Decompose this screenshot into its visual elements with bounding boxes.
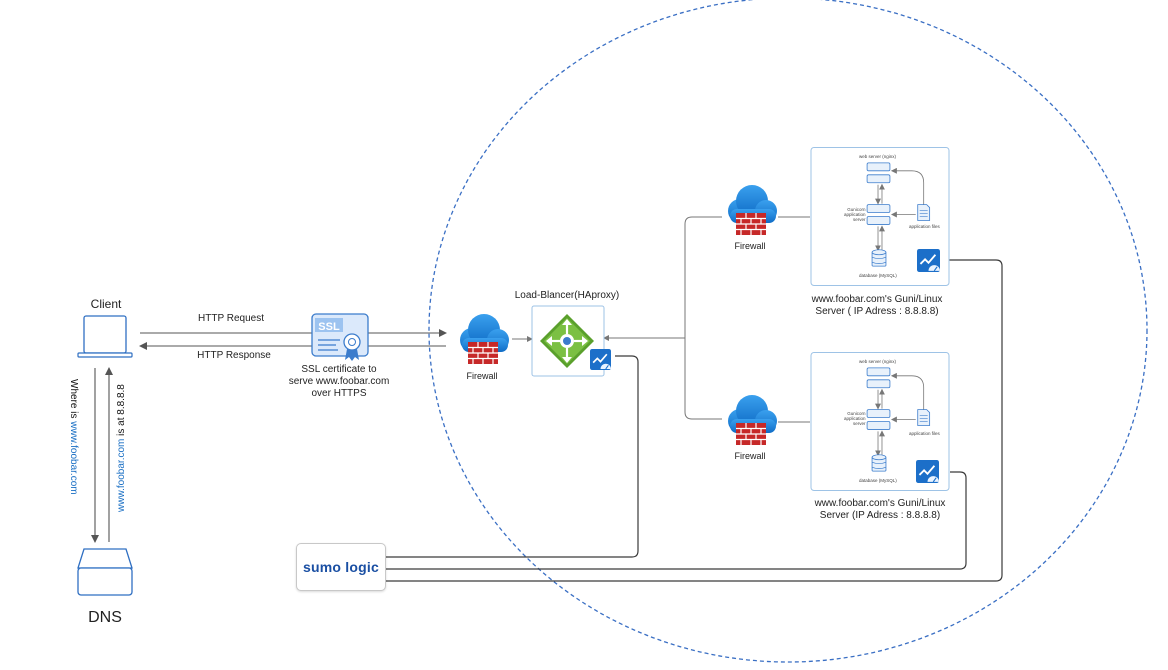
dns-server-icon bbox=[77, 548, 133, 596]
load-balancer-icon bbox=[531, 305, 605, 377]
app-files-label: application files bbox=[909, 431, 940, 436]
firewall-icon bbox=[727, 184, 778, 236]
sumo-logic-monitoring: sumo logic bbox=[296, 543, 386, 591]
sumo-logic-logo-text: sumo logic bbox=[303, 559, 379, 575]
server-2-caption: www.foobar.com's Guni/Linux Server (IP A… bbox=[814, 498, 946, 521]
ssl-caption: SSL certificate to serve www.foobar.com … bbox=[288, 364, 390, 399]
monitoring-cables bbox=[385, 259, 1003, 582]
web-server-label: web server (nginx) bbox=[859, 154, 897, 159]
monitoring-agent-icon bbox=[590, 349, 611, 370]
dns-label: DNS bbox=[88, 609, 122, 626]
system-boundary-circle bbox=[428, 0, 1148, 663]
web-server-label: web server (nginx) bbox=[859, 359, 897, 364]
firewall-label: Firewall bbox=[466, 371, 498, 381]
firewall-label: Firewall bbox=[734, 451, 766, 461]
client-laptop-icon bbox=[77, 315, 133, 358]
database-label: database (MySQL) bbox=[859, 478, 897, 483]
dns-answer-label: www.foobar.com is at 8.8.8.8 bbox=[116, 384, 127, 512]
client-label: Client bbox=[90, 297, 122, 311]
ssl-badge-text: SSL bbox=[318, 321, 340, 333]
lb-server-connector bbox=[603, 216, 810, 423]
http-response-label: HTTP Response bbox=[197, 350, 271, 361]
ssl-certificate-icon bbox=[311, 313, 369, 361]
monitoring-agent-icon bbox=[916, 460, 939, 483]
app-files-label: application files bbox=[909, 224, 940, 229]
firewall-icon bbox=[727, 394, 778, 446]
firewall-icon bbox=[459, 313, 510, 365]
load-balancer-label: Load-Blancer(HAproxy) bbox=[514, 290, 620, 301]
http-request-label: HTTP Request bbox=[198, 313, 264, 324]
dns-query-label: Where is www.foobar.com bbox=[68, 379, 79, 495]
server-1-caption: www.foobar.com's Guni/Linux Server ( IP … bbox=[811, 294, 943, 317]
firewall-label: Firewall bbox=[734, 241, 766, 251]
database-label: database (MySQL) bbox=[859, 273, 897, 278]
monitoring-agent-icon bbox=[917, 249, 940, 272]
